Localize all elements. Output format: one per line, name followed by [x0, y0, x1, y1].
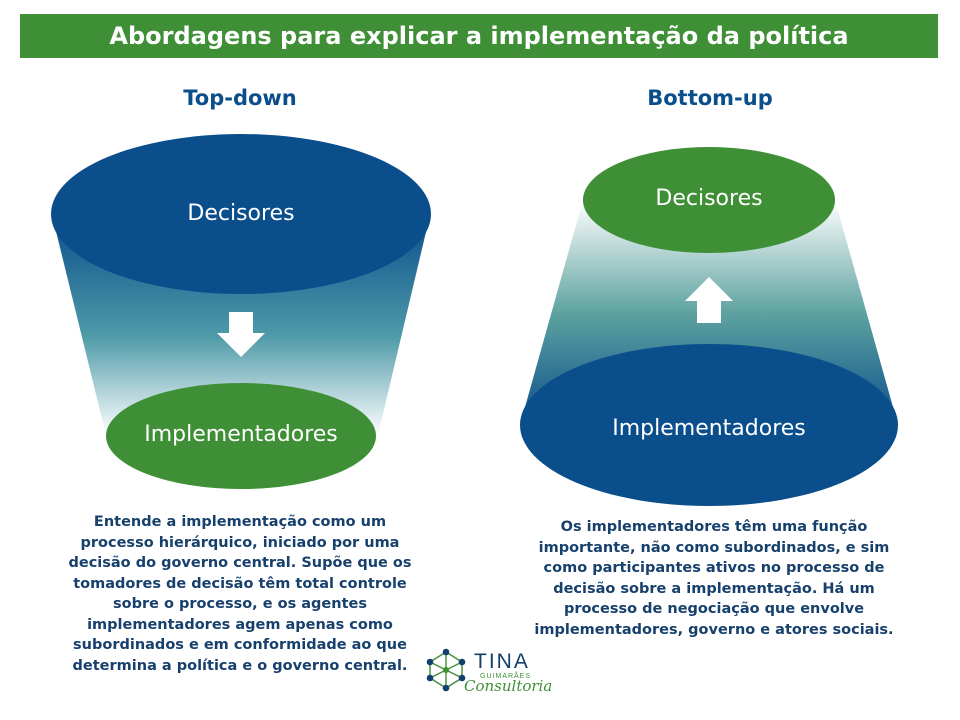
page-title: Abordagens para explicar a implementação…	[109, 22, 849, 50]
logo-subtitle: GUIMARÃES	[480, 673, 532, 680]
bottom-up-implementadores-ellipse	[520, 344, 898, 506]
logo: TINA GUIMARÃES Consultoria	[424, 646, 552, 702]
up-arrow-icon	[685, 277, 733, 323]
title-bar: Abordagens para explicar a implementação…	[20, 14, 938, 58]
top-down-decisores-label: Decisores	[187, 201, 295, 226]
bottom-up-heading: Bottom-up	[647, 86, 773, 110]
network-logo-icon	[426, 648, 466, 692]
logo-name: TINA	[474, 650, 530, 673]
top-down-implementadores-ellipse	[106, 383, 376, 489]
top-down-heading: Top-down	[183, 86, 297, 110]
logo-script: Consultoria	[464, 677, 553, 695]
bottom-up-decisores-ellipse	[583, 147, 835, 253]
bottom-up-diagram	[520, 147, 898, 506]
top-down-decisores-ellipse	[51, 134, 431, 294]
bottom-up-description: Os implementadores têm uma função import…	[534, 519, 894, 638]
top-down-implementadores-label: Implementadores	[144, 422, 338, 447]
bottom-up-implementadores-label: Implementadores	[612, 416, 806, 441]
down-arrow-icon	[217, 312, 265, 357]
top-down-description: Entende a implementação como um processo…	[68, 514, 412, 674]
bottom-up-decisores-label: Decisores	[655, 186, 763, 211]
top-down-diagram	[51, 134, 431, 489]
